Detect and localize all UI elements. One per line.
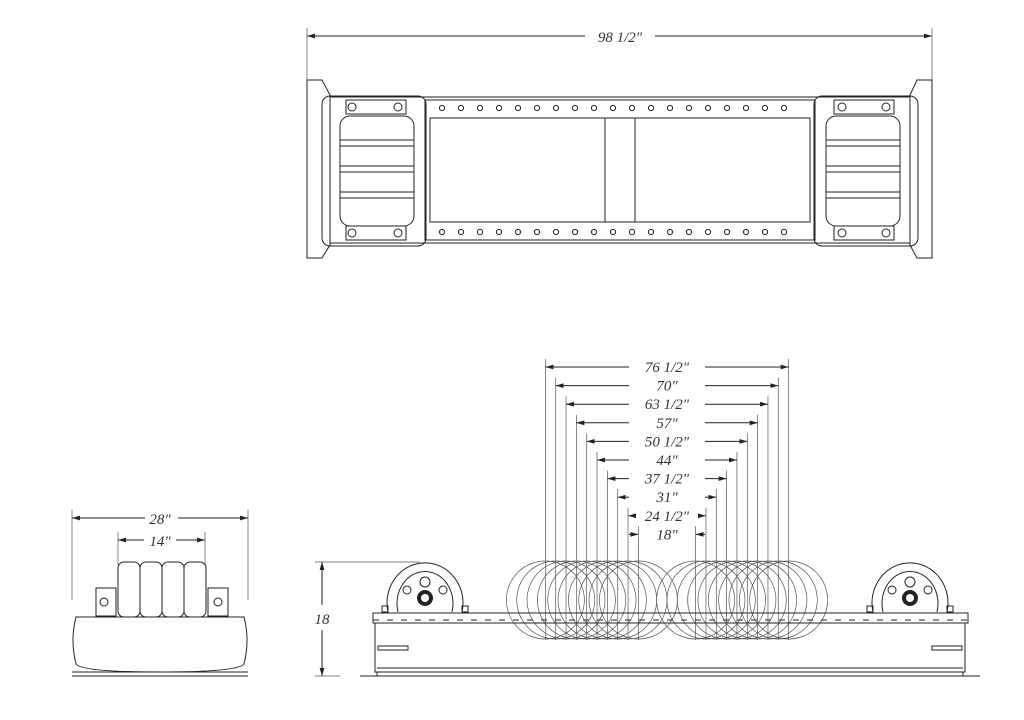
bolt-hole [590, 104, 598, 112]
height-dimension: 18 [315, 561, 420, 677]
spacing-dimension: 63 1/2" [565, 396, 769, 640]
wheel-position-circle [728, 560, 808, 640]
wheel-position-circle [526, 560, 606, 640]
right-wheel-assembly-top [813, 95, 919, 247]
bolt-hole [761, 228, 769, 236]
wheel-spacing-dimensions: 76 1/2" 70" 63 1/2" 57" 50 1/2" 44" 37 1/2" 31"… [545, 359, 789, 640]
bolt-hole [457, 228, 465, 236]
wheel-position-circle [537, 560, 616, 640]
bolt-hole [628, 104, 636, 112]
left-wheel-assembly-top [321, 95, 427, 247]
spacing-dimension: 70" [555, 377, 779, 640]
wheel-position-circle [718, 560, 797, 640]
bolt-hole [628, 228, 636, 236]
bolt-hole [457, 104, 465, 112]
top-view: 98 1/2" [306, 28, 933, 259]
bolt-hole [552, 104, 560, 112]
spacing-dimension: 37 1/2" [607, 470, 727, 640]
end-width-dimension: 28" [72, 512, 248, 528]
spacing-dimension: 76 1/2" [545, 359, 789, 640]
wheel-position-circle [506, 560, 585, 640]
wheel-position-circle [557, 560, 637, 640]
bolt-hole [723, 104, 731, 112]
overall-length-dimension: 98 1/2" [307, 30, 932, 46]
bolt-hole [533, 228, 541, 236]
end-view: 28" 14" [71, 510, 249, 677]
bolt-hole [609, 228, 617, 236]
spacing-label: 76 1/2" [645, 360, 690, 376]
left-wheel-side [381, 562, 469, 613]
wheel-position-circle [656, 560, 735, 640]
spacing-label: 31" [655, 490, 678, 506]
spacing-label: 70" [656, 379, 678, 395]
bolt-hole [780, 228, 788, 236]
bolt-hole [476, 104, 484, 112]
wheel-position-circle [707, 560, 787, 640]
spacing-dimension: 57" [576, 414, 758, 640]
bolt-hole [590, 228, 598, 236]
spacing-label: 24 1/2" [645, 509, 690, 525]
spacing-label: 37 1/2" [644, 472, 690, 488]
wheel-position-circle [516, 560, 596, 640]
bolt-hole [495, 104, 503, 112]
wheel-position-circle [568, 560, 647, 640]
bolt-hole [666, 228, 674, 236]
frame-rail [329, 96, 911, 244]
wheel-position-circle [666, 560, 746, 640]
wheel-position-circle [749, 560, 828, 640]
bolt-hole [438, 104, 446, 112]
spacing-dimension: 18" [629, 526, 705, 640]
wheel-spacing-label: 14" [149, 534, 171, 550]
right-end-plate [909, 79, 933, 259]
bolt-hole [514, 104, 522, 112]
wheel-position-circle [738, 560, 818, 640]
overall-length-label: 98 1/2" [598, 30, 643, 46]
wheel-position-circle [687, 560, 766, 640]
bolt-hole [685, 104, 693, 112]
bolt-hole [761, 104, 769, 112]
wheel-position-circle [697, 560, 777, 640]
side-view: 76 1/2" 70" 63 1/2" 57" 50 1/2" 44" 37 1/2" 31"… [315, 359, 980, 677]
left-end-plate [306, 79, 331, 259]
end-width-label: 28" [149, 512, 171, 528]
bolt-hole [571, 104, 579, 112]
bolt-hole [495, 228, 503, 236]
bolt-hole [704, 104, 712, 112]
spacing-label: 63 1/2" [645, 397, 690, 413]
bolt-hole [609, 104, 617, 112]
bolt-hole [438, 228, 446, 236]
spacing-dimension: 24 1/2" [627, 507, 707, 640]
bolt-hole [647, 228, 655, 236]
bolt-hole [742, 228, 750, 236]
right-wheel-side [866, 562, 954, 613]
bolt-hole [514, 228, 522, 236]
bolt-hole [533, 104, 541, 112]
bolt-hole [780, 104, 788, 112]
spacing-dimension: 44" [596, 452, 738, 640]
spacing-label: 57" [656, 416, 678, 432]
bolt-hole [666, 104, 674, 112]
bolt-hole [552, 228, 560, 236]
wheel-position-circle [599, 560, 678, 640]
bolt-hole [476, 228, 484, 236]
spacing-label: 44" [656, 453, 678, 469]
bolt-hole [723, 228, 731, 236]
bolt-hole [704, 228, 712, 236]
spacing-label: 18" [656, 527, 678, 543]
height-label: 18 [315, 612, 331, 628]
bolt-hole [685, 228, 693, 236]
bolt-holes [438, 104, 788, 236]
wheel-spacing-dimension: 14" [118, 534, 205, 550]
spacing-dimension: 31" [617, 489, 717, 640]
spacing-dimension: 50 1/2" [586, 433, 748, 640]
wheel-positions [506, 560, 828, 640]
bolt-hole [571, 228, 579, 236]
bolt-hole [742, 104, 750, 112]
wheel-position-circle [547, 560, 627, 640]
bolt-hole [647, 104, 655, 112]
spacing-label: 50 1/2" [645, 434, 690, 450]
